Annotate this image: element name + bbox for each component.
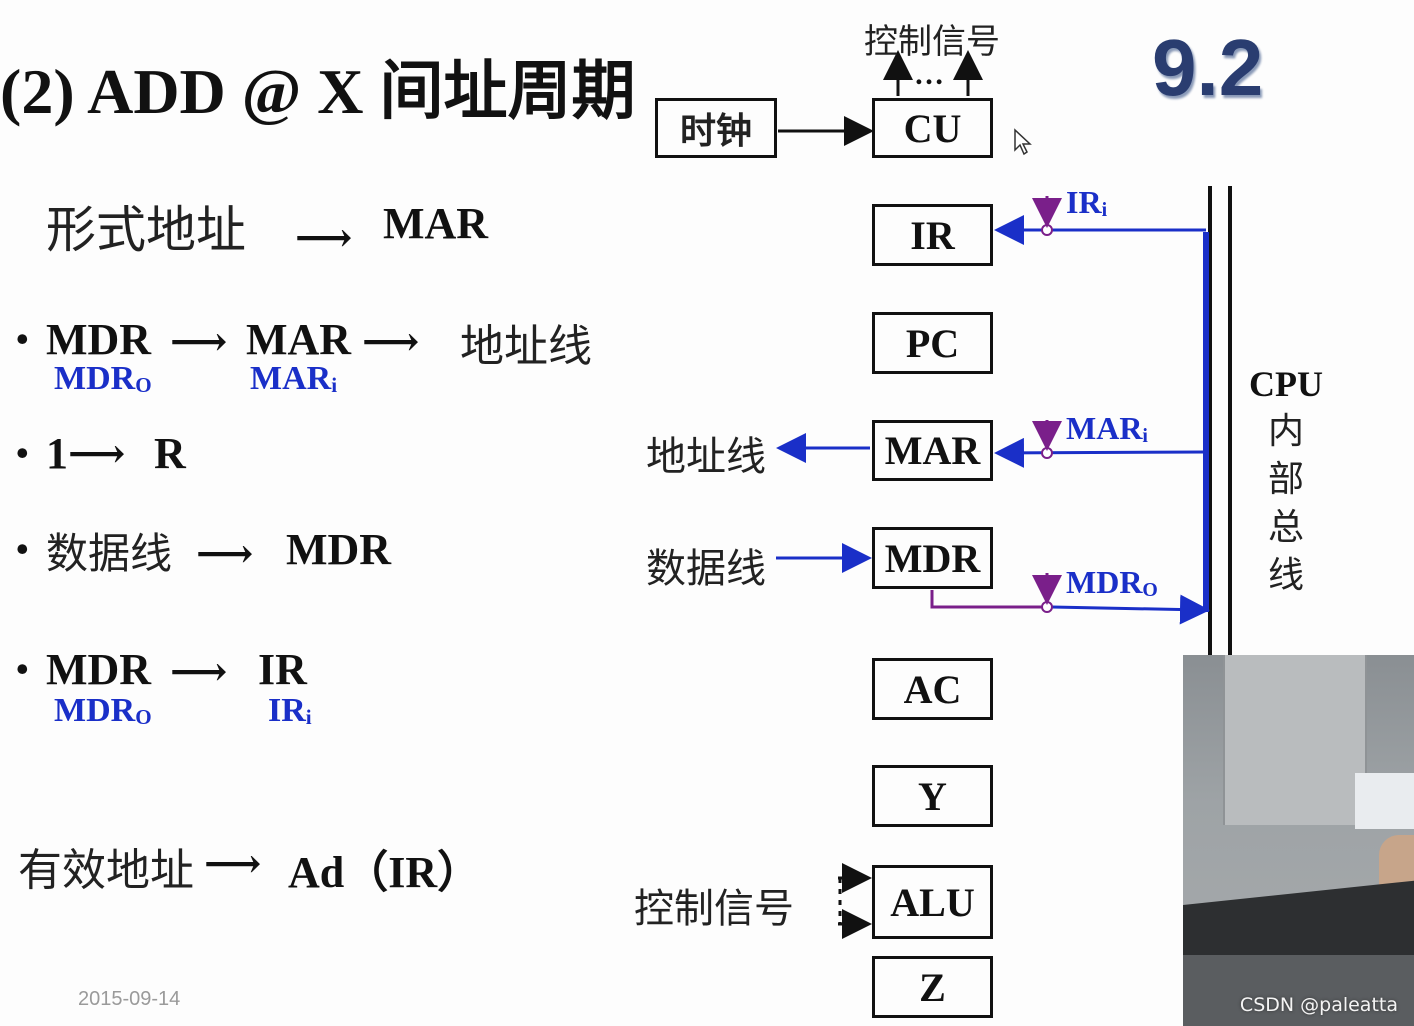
data-line-label: 数据线 — [646, 546, 766, 592]
register-mar-label: MAR — [884, 428, 981, 473]
mar-in-signal-text: MAR — [1066, 410, 1143, 446]
mar-in-signal-sub: i — [1142, 424, 1148, 447]
step1-signal-a-text: MDR — [54, 360, 136, 397]
register-ir-label: IR — [910, 212, 955, 258]
control-signal-top-label: 控制信号 — [864, 22, 1000, 62]
step2-arrow: ⟶ — [68, 431, 126, 476]
step1-signal-b: MARi — [250, 360, 337, 398]
mar-gate — [1041, 447, 1053, 459]
step3-to: MDR — [286, 525, 392, 574]
mouse-cursor-icon — [1014, 128, 1032, 156]
register-alu-label: ALU — [890, 879, 975, 925]
address-line-label: 地址线 — [646, 434, 766, 480]
step4-signal-b-sub: i — [305, 705, 312, 730]
clock-label: 时钟 — [679, 111, 752, 152]
register-mdr-label: MDR — [884, 535, 981, 581]
video-wall-panel — [1223, 655, 1367, 825]
step3-arrow: ⟶ — [196, 531, 254, 576]
register-z: Z — [872, 956, 993, 1018]
ir-in-signal-text: IR — [1066, 184, 1102, 220]
register-y-label: Y — [918, 773, 947, 819]
register-ac: AC — [872, 658, 993, 720]
step1-signal-b-sub: i — [331, 373, 338, 398]
step2-from: 1 — [46, 429, 68, 478]
register-ir: IR — [872, 204, 993, 266]
csdn-watermark: CSDN @paleatta — [1239, 994, 1398, 1016]
step1-signal-a: MDRO — [54, 360, 152, 398]
bullet: • — [16, 319, 29, 359]
slide-title-text: (2) ADD @ X 间址周期 — [0, 56, 636, 127]
slide-date: 2015-09-14 — [78, 988, 181, 1010]
step1-mid: MAR — [246, 315, 352, 364]
section-number: 9.2 — [1152, 23, 1264, 112]
mdr-out-signal-text: MDR — [1066, 564, 1143, 600]
step4-signal-a-text: MDR — [54, 692, 136, 729]
step1-to: 地址线 — [460, 321, 592, 372]
ir-gate — [1041, 224, 1053, 236]
bullet: • — [16, 433, 29, 473]
register-pc-label: PC — [905, 320, 960, 366]
bus-to-mar-line — [994, 437, 1207, 468]
control-signal-bottom-label: 控制信号 — [634, 886, 794, 932]
cpu-bus-label-line: 部 — [1267, 459, 1304, 500]
step2-to: R — [154, 429, 186, 478]
step1-from: MDR — [46, 315, 152, 364]
cpu-bus-label-line: 线 — [1267, 555, 1304, 596]
effective-address-label: 有效地址 — [18, 845, 194, 896]
slide-title: (2) ADD @ X 间址周期 — [0, 60, 636, 124]
video-sign — [1355, 773, 1414, 829]
register-z-label: Z — [919, 964, 946, 1010]
clock-box: 时钟 — [655, 98, 777, 158]
mdr-gate — [1041, 601, 1053, 613]
formal-address-arrow: ⟶ — [295, 215, 353, 260]
step4-signal-b: IRi — [268, 692, 312, 730]
cpu-bus-label-line: 总 — [1267, 507, 1304, 548]
formal-address-label: 形式地址 — [46, 201, 246, 259]
mdr-out-path — [930, 590, 1047, 609]
mdr-out-signal-sub: O — [1142, 578, 1158, 601]
ir-in-signal: IRi — [1066, 184, 1107, 222]
mdr-out-signal: MDRO — [1066, 564, 1158, 602]
register-pc: PC — [872, 312, 993, 374]
step1-arrow-1: ⟶ — [170, 319, 228, 364]
bullet: • — [16, 529, 29, 569]
effective-address-arrow: ⟶ — [204, 841, 262, 886]
cpu-bus-label-line: CPU — [1249, 364, 1323, 404]
register-cu-label: CU — [903, 105, 962, 151]
step4-to: IR — [258, 645, 307, 694]
video-desk — [1183, 955, 1414, 1026]
step3-from: 数据线 — [46, 529, 173, 578]
step4-arrow: ⟶ — [170, 649, 228, 694]
register-alu: ALU — [872, 865, 993, 939]
step4-signal-a: MDRO — [54, 692, 152, 730]
step4-signal-b-text: IR — [268, 692, 306, 729]
presenter-video — [1183, 655, 1414, 1026]
register-ac-label: AC — [903, 666, 962, 712]
register-mar: MAR — [872, 420, 993, 481]
step4-from: MDR — [46, 645, 152, 694]
step1-signal-a-sub: O — [135, 373, 152, 398]
step1-arrow-2: ⟶ — [362, 319, 420, 364]
step1-signal-b-text: MAR — [250, 360, 332, 397]
step4-signal-a-sub: O — [135, 705, 152, 730]
ir-in-signal-sub: i — [1101, 198, 1108, 221]
mar-in-signal: MARi — [1066, 410, 1148, 448]
register-mdr: MDR — [872, 527, 993, 589]
register-y: Y — [872, 765, 993, 827]
cpu-bus-label-line: 内 — [1267, 411, 1304, 452]
control-signal-dots: … — [914, 58, 944, 91]
formal-address-target: MAR — [383, 199, 489, 248]
bullet: • — [16, 649, 29, 689]
register-cu: CU — [872, 98, 993, 158]
cpu-bus-label: CPU 内 部 总 线 — [1244, 360, 1328, 600]
effective-address-target: Ad（IR） — [288, 848, 482, 897]
mdr-to-bus-line — [1051, 594, 1210, 625]
